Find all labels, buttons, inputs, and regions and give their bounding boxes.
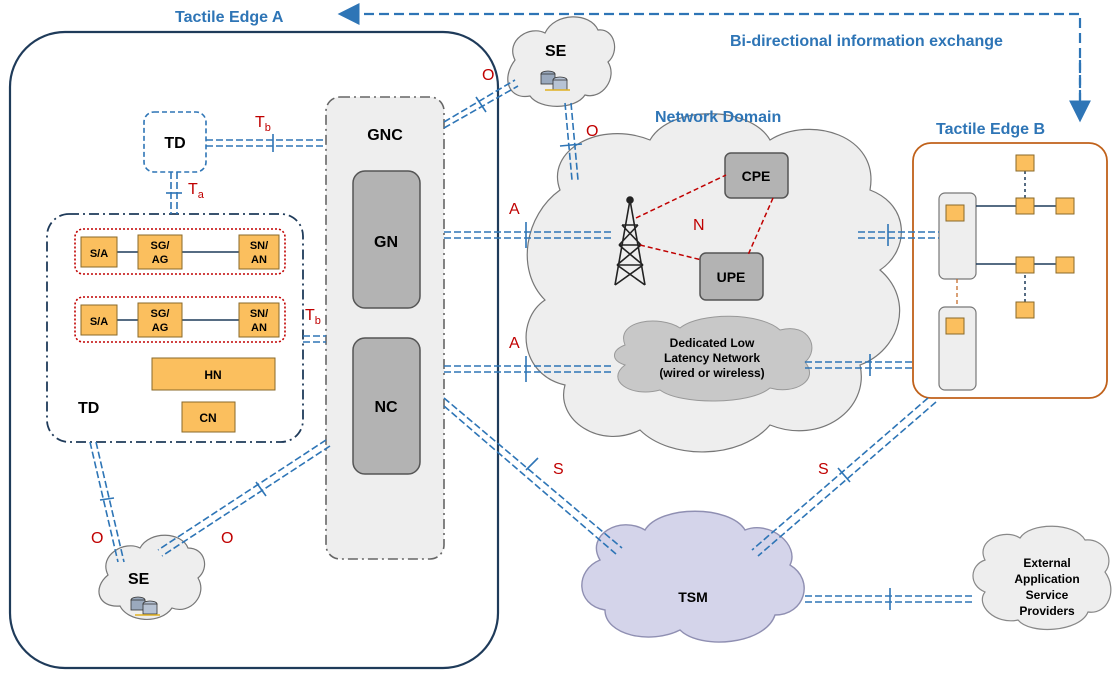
external-providers-line3: Service [1026, 588, 1069, 602]
tactile-edge-a-title: Tactile Edge A [175, 9, 284, 26]
td-main-container [46, 213, 304, 443]
edge-b-node-g [1055, 256, 1075, 274]
sg-label-1b: AG [152, 254, 169, 266]
edge-b-node-f [1015, 256, 1035, 274]
database-icon-bottom [130, 596, 160, 616]
sn-box-2 [238, 302, 280, 338]
database-icon [540, 70, 570, 91]
cn-box [181, 401, 236, 433]
gnc-label: GNC [367, 127, 403, 144]
n-interface-lines [635, 174, 774, 261]
cn-label: CN [199, 411, 216, 425]
tb-label-top: Tb [255, 114, 271, 134]
sa-label-2: S/A [90, 316, 108, 328]
edge-b-node-e [1055, 197, 1075, 215]
hn-box [151, 357, 276, 391]
external-providers-line1: External [1023, 556, 1070, 570]
tactile-edge-b-title: Tactile Edge B [936, 121, 1045, 138]
se-top-cloud [507, 16, 616, 107]
sn-box-1 [238, 234, 280, 270]
tb-label-main: Tb [305, 307, 321, 327]
hn-label: HN [204, 368, 221, 382]
upe-label: UPE [717, 269, 746, 285]
device-row-1 [74, 228, 286, 275]
td-top-box [143, 111, 207, 173]
bidirectional-label: Bi-directional information exchange [730, 33, 1003, 50]
external-providers-line2: Application [1014, 572, 1079, 586]
dedicated-network-cloud [614, 315, 813, 402]
td-main-label: TD [78, 400, 99, 417]
sg-label-2b: AG [152, 322, 169, 334]
cpe-label: CPE [742, 168, 771, 184]
edge-b-node-h [1015, 301, 1035, 319]
sa-box-2 [80, 304, 118, 336]
tactile-edge-a-container [8, 30, 500, 670]
sg-label-1a: SG/ [151, 240, 170, 252]
o-label-top-right: O [586, 123, 598, 140]
gn-box [352, 170, 421, 309]
nc-box [352, 337, 421, 475]
tactile-edge-b-container [912, 142, 1108, 399]
dedicated-network-line2: Latency Network [664, 351, 760, 365]
upe-box [699, 252, 764, 301]
a-label-bottom: A [509, 335, 520, 352]
edge-b-node-a [945, 204, 965, 222]
sn-label-2b: AN [251, 322, 267, 334]
external-providers-cloud [972, 525, 1112, 631]
sn-label-2a: SN/ [250, 308, 268, 320]
se-top-label: SE [545, 43, 567, 60]
o-label-top-left: O [482, 67, 494, 84]
gn-label: GN [374, 234, 398, 251]
ta-label: Ta [188, 181, 205, 201]
n-interface-label: N [693, 217, 705, 234]
network-domain-title: Network Domain [655, 109, 781, 126]
external-providers-line4: Providers [1019, 604, 1075, 618]
cell-tower-icon [614, 196, 646, 286]
edge-b-links [976, 165, 1060, 305]
nc-label: NC [374, 399, 398, 416]
dedicated-network-line3: (wired or wireless) [659, 366, 764, 380]
tsm-cloud [581, 510, 805, 643]
sg-box-2 [137, 302, 183, 338]
edge-b-node-d [1015, 197, 1035, 215]
gnc-container [325, 96, 445, 560]
dedicated-network-line1: Dedicated Low [670, 336, 755, 350]
tsm-label: TSM [678, 589, 708, 605]
sn-label-1b: AN [251, 254, 267, 266]
interface-links [89, 79, 975, 610]
edge-b-node-b [945, 317, 965, 335]
se-bottom-cloud [98, 534, 206, 621]
sg-box-1 [137, 234, 183, 270]
o-label-bottom-right: O [221, 530, 233, 547]
s-label-right: S [818, 461, 829, 478]
o-label-bottom-left: O [91, 530, 103, 547]
sn-label-1a: SN/ [250, 240, 268, 252]
td-top-label: TD [164, 135, 185, 152]
edge-b-node-c [1015, 154, 1035, 172]
bidirectional-arrow [337, 3, 1082, 118]
sg-label-2a: SG/ [151, 308, 170, 320]
se-bottom-label: SE [128, 571, 150, 588]
a-label-top: A [509, 201, 520, 218]
sa-label-1: S/A [90, 248, 108, 260]
device-row-2 [74, 296, 286, 343]
sa-box-1 [80, 236, 118, 268]
s-label-left: S [553, 461, 564, 478]
